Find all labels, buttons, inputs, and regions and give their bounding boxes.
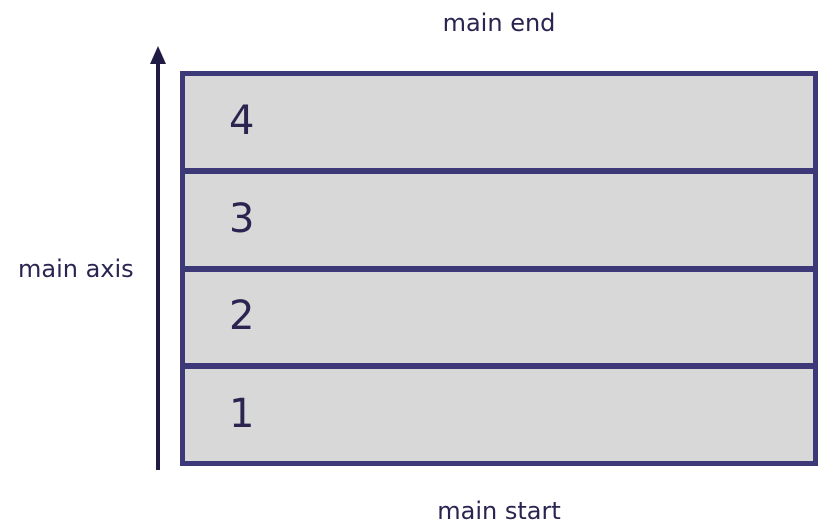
flex-item-3: 3: [185, 173, 813, 266]
main-axis-arrow-icon: [150, 46, 166, 470]
flex-item-4: 4: [185, 76, 813, 168]
flex-container: 1 2 3 4: [180, 71, 818, 466]
flex-item-number: 1: [229, 391, 255, 438]
flex-item-number: 3: [229, 195, 255, 242]
arrow-head: [150, 46, 166, 64]
flex-item-2: 2: [185, 271, 813, 364]
main-axis-label: main axis: [18, 255, 134, 283]
main-start-label: main start: [437, 497, 561, 525]
flex-item-1: 1: [185, 369, 813, 461]
main-end-label: main end: [442, 9, 556, 37]
flex-item-number: 4: [229, 97, 255, 144]
flex-item-number: 2: [229, 293, 255, 340]
